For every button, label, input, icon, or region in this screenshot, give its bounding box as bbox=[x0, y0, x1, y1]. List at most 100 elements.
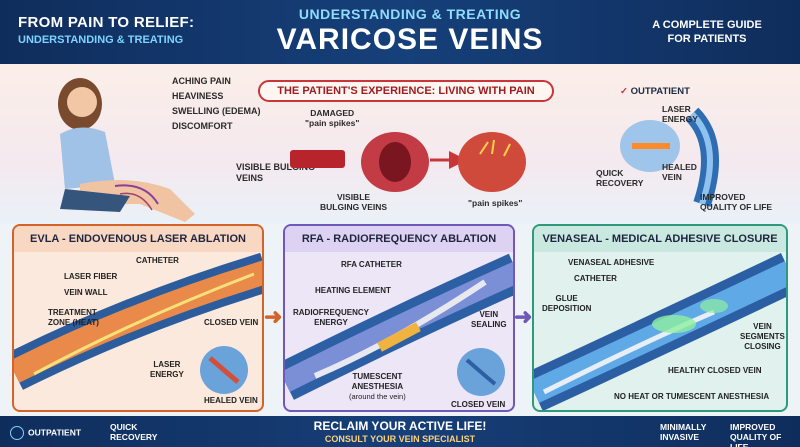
venaseal-title: VENASEAL - MEDICAL ADHESIVE CLOSURE bbox=[534, 226, 786, 252]
top-healed-2: VEIN bbox=[662, 172, 682, 182]
evla-title: EVLA - ENDOVENOUS LASER ABLATION bbox=[14, 226, 262, 252]
bulging-label-1: VISIBLE bbox=[337, 192, 371, 202]
header-center-kicker: UNDERSTANDING & TREATING bbox=[298, 6, 522, 22]
guide-line-2: FOR PATIENTS bbox=[667, 33, 747, 45]
outpatient-tag: ✓ OUTPATIENT bbox=[620, 86, 690, 97]
bulging-label-2: BULGING VEINS bbox=[320, 202, 388, 212]
experience-banner: THE PATIENT'S EXPERIENCE: LIVING WITH PA… bbox=[258, 80, 554, 102]
footer-quick-2: RECOVERY bbox=[110, 432, 158, 442]
evla-panel: EVLA - ENDOVENOUS LASER ABLATION CATHETE… bbox=[12, 224, 264, 412]
evla-healed-vein-label: HEALED VEIN bbox=[204, 396, 258, 405]
top-improved-quality: IMPROVED QUALITY OF LIFE bbox=[700, 192, 772, 212]
venaseal-seg-3: CLOSING bbox=[744, 342, 781, 351]
symptom-bulging-2: VEINS bbox=[236, 173, 264, 183]
footer-cta-subtitle: CONSULT YOUR VEIN SPECIALIST bbox=[324, 434, 476, 444]
venaseal-diagram bbox=[534, 253, 786, 410]
top-improved-1: IMPROVED bbox=[700, 192, 746, 202]
venaseal-glue-2: DEPOSITION bbox=[542, 304, 592, 313]
top-healed-label: HEALED VEIN bbox=[662, 162, 697, 182]
damaged-label-1: DAMAGED bbox=[310, 108, 355, 118]
rfa-tumescent-3: (around the vein) bbox=[349, 392, 406, 401]
pain-spikes-label: "pain spikes" bbox=[468, 198, 523, 208]
top-improved-2: QUALITY OF LIFE bbox=[700, 202, 773, 212]
evla-laser-energy-label: LASER ENERGY bbox=[150, 360, 184, 380]
venaseal-glue-label: GLUE DEPOSITION bbox=[542, 294, 591, 314]
top-quick-1: QUICK bbox=[596, 168, 624, 178]
venaseal-body: VENASEAL ADHESIVE CATHETER GLUE DEPOSITI… bbox=[534, 252, 786, 410]
evla-vein-wall-label: VEIN WALL bbox=[64, 288, 108, 297]
header-right: A COMPLETE GUIDE FOR PATIENTS bbox=[632, 18, 782, 46]
rfa-heating-element-label: HEATING ELEMENT bbox=[315, 286, 391, 295]
rfa-tumescent-1: TUMESCENT bbox=[352, 372, 403, 381]
footer-imp-2: QUALITY OF LIFE bbox=[730, 432, 782, 447]
rfa-sealing-2: SEALING bbox=[471, 320, 507, 329]
header-bar: FROM PAIN TO RELIEF: UNDERSTANDING & TRE… bbox=[0, 0, 800, 64]
footer-outpatient-text: OUTPATIENT bbox=[28, 427, 82, 438]
footer-improved-quality: IMPROVED QUALITY OF LIFE bbox=[730, 422, 800, 447]
outpatient-icon bbox=[10, 426, 24, 440]
top-quick-2: RECOVERY bbox=[596, 178, 644, 188]
footer-cta: RECLAIM YOUR ACTIVE LIFE! CONSULT YOUR V… bbox=[280, 419, 520, 444]
rfa-closed-vein-label: CLOSED VEIN bbox=[451, 400, 506, 409]
damaged-label: DAMAGED "pain spikes" bbox=[305, 108, 359, 128]
symptom-discomfort: DISCOMFORT bbox=[172, 121, 233, 131]
rfa-catheter-label: RFA CATHETER bbox=[341, 260, 402, 269]
evla-closed-vein-label: CLOSED VEIN bbox=[204, 318, 259, 327]
experience-section: THE PATIENT'S EXPERIENCE: LIVING WITH PA… bbox=[0, 64, 800, 224]
venaseal-adhesive-label: VENASEAL ADHESIVE bbox=[568, 258, 655, 267]
venaseal-no-heat-label: NO HEAT OR TUMESCENT ANESTHESIA bbox=[614, 392, 770, 401]
venaseal-healthy-label: HEALTHY CLOSED VEIN bbox=[668, 366, 762, 375]
evla-treatment-1: TREATMENT bbox=[48, 308, 97, 317]
symptom-bulging-1: VISIBLE BULGING bbox=[236, 162, 316, 172]
healing-diagram bbox=[620, 107, 719, 207]
rfa-rf-1: RADIOFREQUENCY bbox=[293, 308, 370, 317]
evla-laser-1: LASER bbox=[153, 360, 181, 369]
rfa-panel: RFA - RADIOFREQUENCY ABLATION RFA CATHET… bbox=[283, 224, 515, 412]
rfa-radiofrequency-label: RADIOFREQUENCY ENERGY bbox=[293, 308, 369, 328]
damaged-label-2: "pain spikes" bbox=[305, 118, 360, 128]
evla-catheter-label: CATHETER bbox=[136, 256, 179, 265]
venaseal-segments-label: VEIN SEGMENTS CLOSING bbox=[740, 322, 785, 352]
rfa-tumescent-label: TUMESCENT ANESTHESIA (around the vein) bbox=[349, 372, 406, 402]
vein-damage-diagram bbox=[290, 132, 526, 192]
rfa-title: RFA - RADIOFREQUENCY ABLATION bbox=[285, 226, 513, 252]
venaseal-seg-2: SEGMENTS bbox=[740, 332, 785, 341]
guide-line-1: A COMPLETE GUIDE bbox=[652, 19, 762, 31]
footer-min-1: MINIMALLY bbox=[660, 422, 707, 432]
rfa-rf-2: ENERGY bbox=[314, 318, 348, 327]
symptom-bulging: VISIBLE BULGING VEINS bbox=[236, 162, 315, 184]
venaseal-catheter-label: CATHETER bbox=[574, 274, 617, 283]
footer-min-2: INVASIVE bbox=[660, 432, 700, 442]
symptom-swelling: SWELLING (EDEMA) bbox=[172, 106, 261, 116]
top-quick-recovery: QUICK RECOVERY bbox=[596, 168, 643, 188]
top-laser-energy-label: LASER ENERGY bbox=[662, 104, 698, 124]
footer-imp-1: IMPROVED bbox=[730, 422, 776, 432]
header-center: UNDERSTANDING & TREATING VARICOSE VEINS bbox=[250, 6, 570, 57]
footer-cta-title: RECLAIM YOUR ACTIVE LIFE! bbox=[313, 419, 487, 433]
footer-quick-1: QUICK bbox=[110, 422, 138, 432]
header-left-title: FROM PAIN TO RELIEF: bbox=[18, 14, 195, 31]
symptom-aching: ACHING PAIN bbox=[172, 76, 231, 86]
venaseal-seg-1: VEIN bbox=[753, 322, 772, 331]
footer-quick-recovery: QUICK RECOVERY bbox=[110, 422, 157, 442]
top-laser-1: LASER bbox=[662, 104, 691, 114]
evla-laser-fiber-label: LASER FIBER bbox=[64, 272, 118, 281]
symptom-list: ACHING PAIN HEAVINESS SWELLING (EDEMA) D… bbox=[172, 76, 261, 136]
rfa-body: RFA CATHETER HEATING ELEMENT RADIOFREQUE… bbox=[285, 252, 513, 410]
footer-bar: OUTPATIENT QUICK RECOVERY RECLAIM YOUR A… bbox=[0, 416, 800, 447]
rfa-sealing-label: VEIN SEALING bbox=[471, 310, 507, 330]
symptom-heaviness: HEAVINESS bbox=[172, 91, 224, 101]
header-left-subtitle: UNDERSTANDING & TREATING bbox=[18, 34, 184, 46]
page-title: VARICOSE VEINS bbox=[276, 23, 544, 56]
evla-diagram bbox=[14, 252, 262, 394]
header-left: FROM PAIN TO RELIEF: UNDERSTANDING & TRE… bbox=[18, 14, 248, 46]
evla-treatment-2: ZONE (HEAT) bbox=[48, 318, 99, 327]
footer-minimally-invasive: MINIMALLY INVASIVE bbox=[660, 422, 706, 442]
rfa-diagram bbox=[285, 253, 513, 400]
top-laser-2: ENERGY bbox=[662, 114, 698, 124]
rfa-sealing-1: VEIN bbox=[479, 310, 499, 319]
bulging-label: VISIBLE BULGING VEINS bbox=[320, 192, 387, 212]
evla-body: CATHETER LASER FIBER VEIN WALL TREATMENT… bbox=[14, 252, 262, 410]
evla-laser-2: ENERGY bbox=[150, 370, 184, 379]
top-healed-1: HEALED bbox=[662, 162, 697, 172]
